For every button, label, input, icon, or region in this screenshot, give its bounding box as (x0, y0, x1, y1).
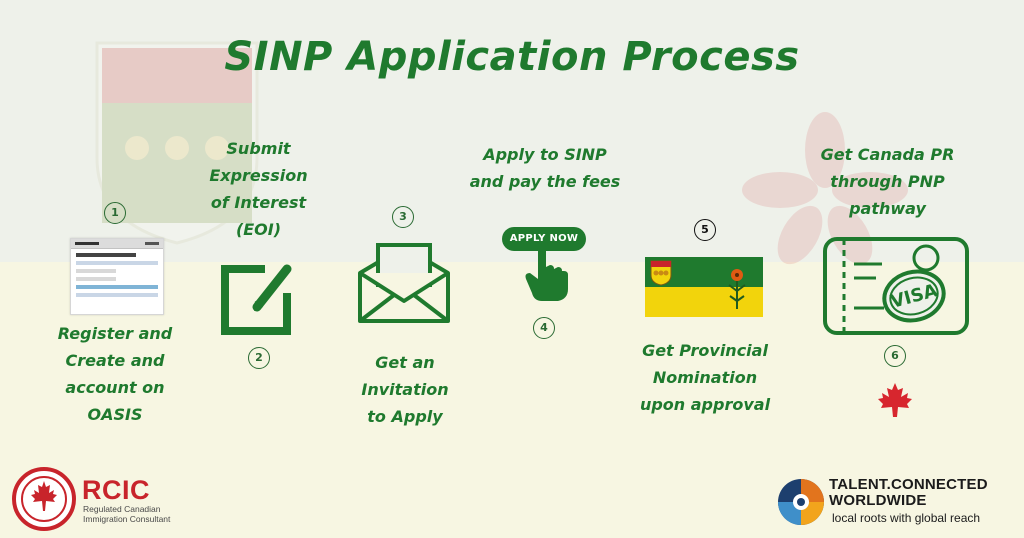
step-2-number: 2 (248, 347, 270, 369)
background-shield-icon (95, 41, 259, 245)
apply-now-button: APPLY NOW (502, 227, 586, 251)
step-1-number: 1 (104, 202, 126, 224)
rcic-subtitle: Regulated Canadian Immigration Consultan… (83, 504, 171, 524)
step-3-number: 3 (392, 206, 414, 228)
step-6-label: Get Canada PR through PNP pathway (820, 145, 955, 218)
talent-connected-name: TALENT.CONNECTED WORLDWIDE (829, 476, 988, 509)
step-5-number: 5 (694, 219, 716, 241)
background-bottom (0, 262, 1024, 538)
step-5-label: Get Provincial Nomination upon approval (639, 341, 771, 414)
background-lily-icon (742, 112, 908, 265)
step-1-label: Register and Create and account on OASIS (57, 324, 173, 424)
step-6-number: 6 (884, 345, 906, 367)
background-top (0, 0, 1024, 262)
visa-stamp-icon: VISA (823, 237, 969, 335)
envelope-icon (358, 243, 450, 323)
pointing-hand-icon (525, 243, 568, 301)
edit-icon (221, 264, 292, 335)
rcic-logo-icon (12, 467, 76, 531)
step-4-number: 4 (533, 317, 555, 339)
saskatchewan-flag-icon (645, 257, 763, 317)
talent-connected-tagline: local roots with global reach (832, 511, 981, 525)
step-4-label: Apply to SINP and pay the fees (469, 145, 621, 191)
oasis-screenshot-icon (70, 238, 164, 315)
maple-leaf-icon (878, 383, 912, 417)
step-3-label: Get an Invitation to Apply (361, 353, 449, 426)
rcic-logo-text: RCIC (82, 475, 150, 505)
diagram-title: SINP Application Process (224, 34, 800, 80)
talent-connected-logo-icon (778, 479, 824, 525)
step-2-label: Submit Expression of Interest (EOI) (209, 139, 308, 239)
